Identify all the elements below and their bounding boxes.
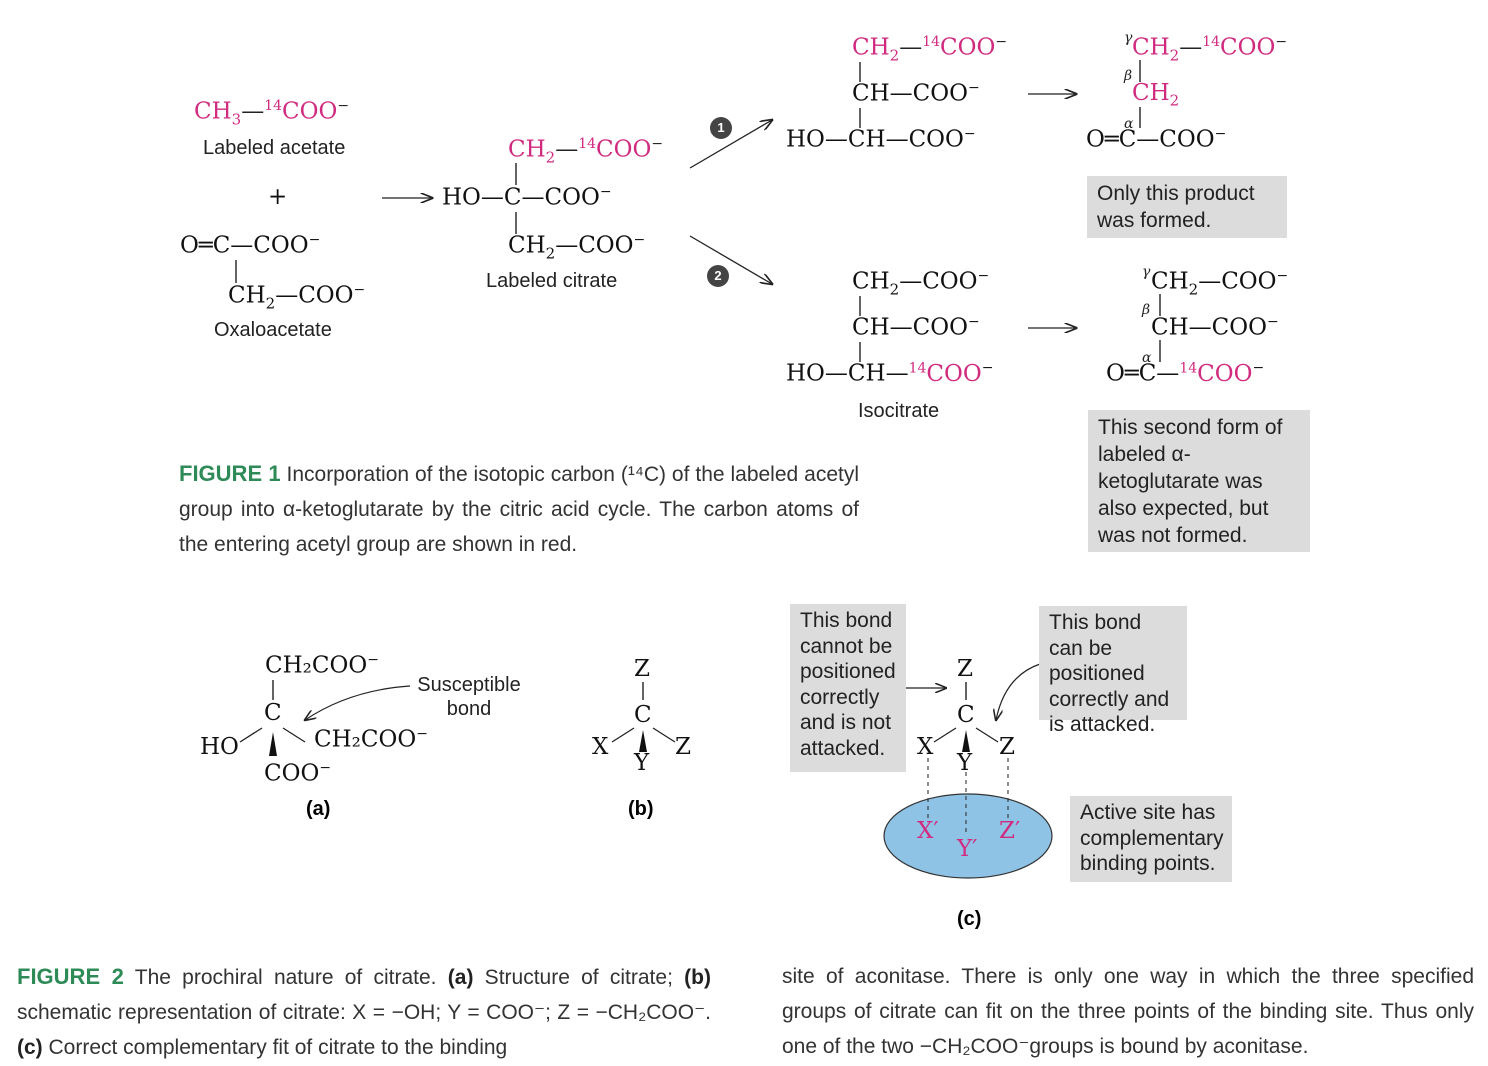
note-attacked: This bond can be positioned correctly an… xyxy=(1039,606,1187,736)
akg1-row3: O═C—COO− xyxy=(1086,126,1227,153)
note-not-formed: This second form of labeled α-ketoglutar… xyxy=(1088,410,1310,552)
schema-c-y: Y xyxy=(957,750,973,776)
panel-a-label: (a) xyxy=(306,798,331,820)
panel-c-label: (c) xyxy=(957,908,982,930)
citrate-a-right: CH₂COO− xyxy=(314,726,428,753)
citrate-row1: CH2—14COO− xyxy=(508,136,664,167)
schema-b-z-top: Z xyxy=(634,656,650,682)
schema-b-x: X xyxy=(592,734,609,760)
citrate-a-top: CH₂COO− xyxy=(265,652,379,679)
acetate-formula: CH3—14COO− xyxy=(194,98,350,129)
isocitrate2-row1: CH2—COO− xyxy=(852,268,990,299)
isocitrate-label: Isocitrate xyxy=(858,400,940,422)
gamma-label: γ xyxy=(1124,30,1133,46)
citrate-a-ho: HO xyxy=(200,734,239,760)
isocitrate1-row3: HO—CH—COO− xyxy=(786,126,976,153)
figure2-caption-left: FIGURE 2 The prochiral nature of citrate… xyxy=(17,964,711,1059)
akg1-row1: CH2—14COO− xyxy=(1132,34,1288,65)
schema-c-z: Z xyxy=(999,734,1015,760)
binding-point-z: Z′ xyxy=(999,818,1021,844)
gamma-label-2: γ xyxy=(1142,264,1151,280)
schema-c-x: X xyxy=(917,734,934,760)
alpha-label-2: α xyxy=(1142,350,1152,366)
plus-sign: + xyxy=(268,184,288,210)
binding-point-y: Y′ xyxy=(957,836,978,862)
citrate-a-c: C xyxy=(264,700,282,726)
schema-c-z-top: Z xyxy=(957,656,973,682)
isocitrate1-row1: CH2—14COO− xyxy=(852,34,1008,65)
beta-label: β xyxy=(1124,68,1133,84)
note-not-attacked: This bond cannot be positioned correctly… xyxy=(790,604,906,772)
note-active-site: Active site has complementary binding po… xyxy=(1070,796,1232,882)
step-2-badge: 2 xyxy=(707,265,729,287)
citrate-row3: CH2—COO− xyxy=(508,232,646,263)
isocitrate2-row3: HO—CH—14COO− xyxy=(786,360,994,387)
schema-c-c: C xyxy=(957,702,975,728)
citrate-a-bottom: COO− xyxy=(264,760,332,787)
isocitrate2-row2: CH—COO− xyxy=(852,314,980,341)
isocitrate1-row2: CH—COO− xyxy=(852,80,980,107)
binding-point-x: X′ xyxy=(917,818,939,844)
akg2-row3: O═C—14COO− xyxy=(1106,360,1265,387)
susceptible-bond-label: Susceptible bond xyxy=(417,674,521,720)
citrate-row2: HO—C—COO− xyxy=(442,184,612,211)
figure2-label: FIGURE 2 xyxy=(17,964,124,989)
active-site-ellipse xyxy=(883,793,1053,879)
akg1-row2: CH2 xyxy=(1132,80,1180,110)
oxaloacetate-row2: CH2—COO− xyxy=(228,282,366,313)
schema-b-y: Y xyxy=(634,750,650,776)
note-only-product: Only this product was formed. xyxy=(1087,176,1287,238)
schema-b-c: C xyxy=(634,702,652,728)
akg2-row1: CH2—COO− xyxy=(1151,268,1289,299)
schema-b-z: Z xyxy=(675,734,691,760)
figure1-caption-text: Incorporation of the isotopic carbon (¹⁴… xyxy=(179,463,859,556)
citrate-label: Labeled citrate xyxy=(486,270,618,292)
figure1-label: FIGURE 1 xyxy=(179,461,281,486)
panel-b-label: (b) xyxy=(628,798,654,820)
beta-label-2: β xyxy=(1142,302,1151,318)
figure2-caption-right: site of aconitase. There is only one way… xyxy=(782,965,1474,1058)
oxaloacetate-row1: O═C—COO− xyxy=(180,232,321,259)
oxaloacetate-label: Oxaloacetate xyxy=(214,319,332,341)
akg2-row2: CH—COO− xyxy=(1151,314,1279,341)
figure1-caption: FIGURE 1 Incorporation of the isotopic c… xyxy=(179,456,859,562)
step-1-badge: 1 xyxy=(710,117,732,139)
alpha-label: α xyxy=(1124,116,1134,132)
acetate-label: Labeled acetate xyxy=(203,137,346,159)
